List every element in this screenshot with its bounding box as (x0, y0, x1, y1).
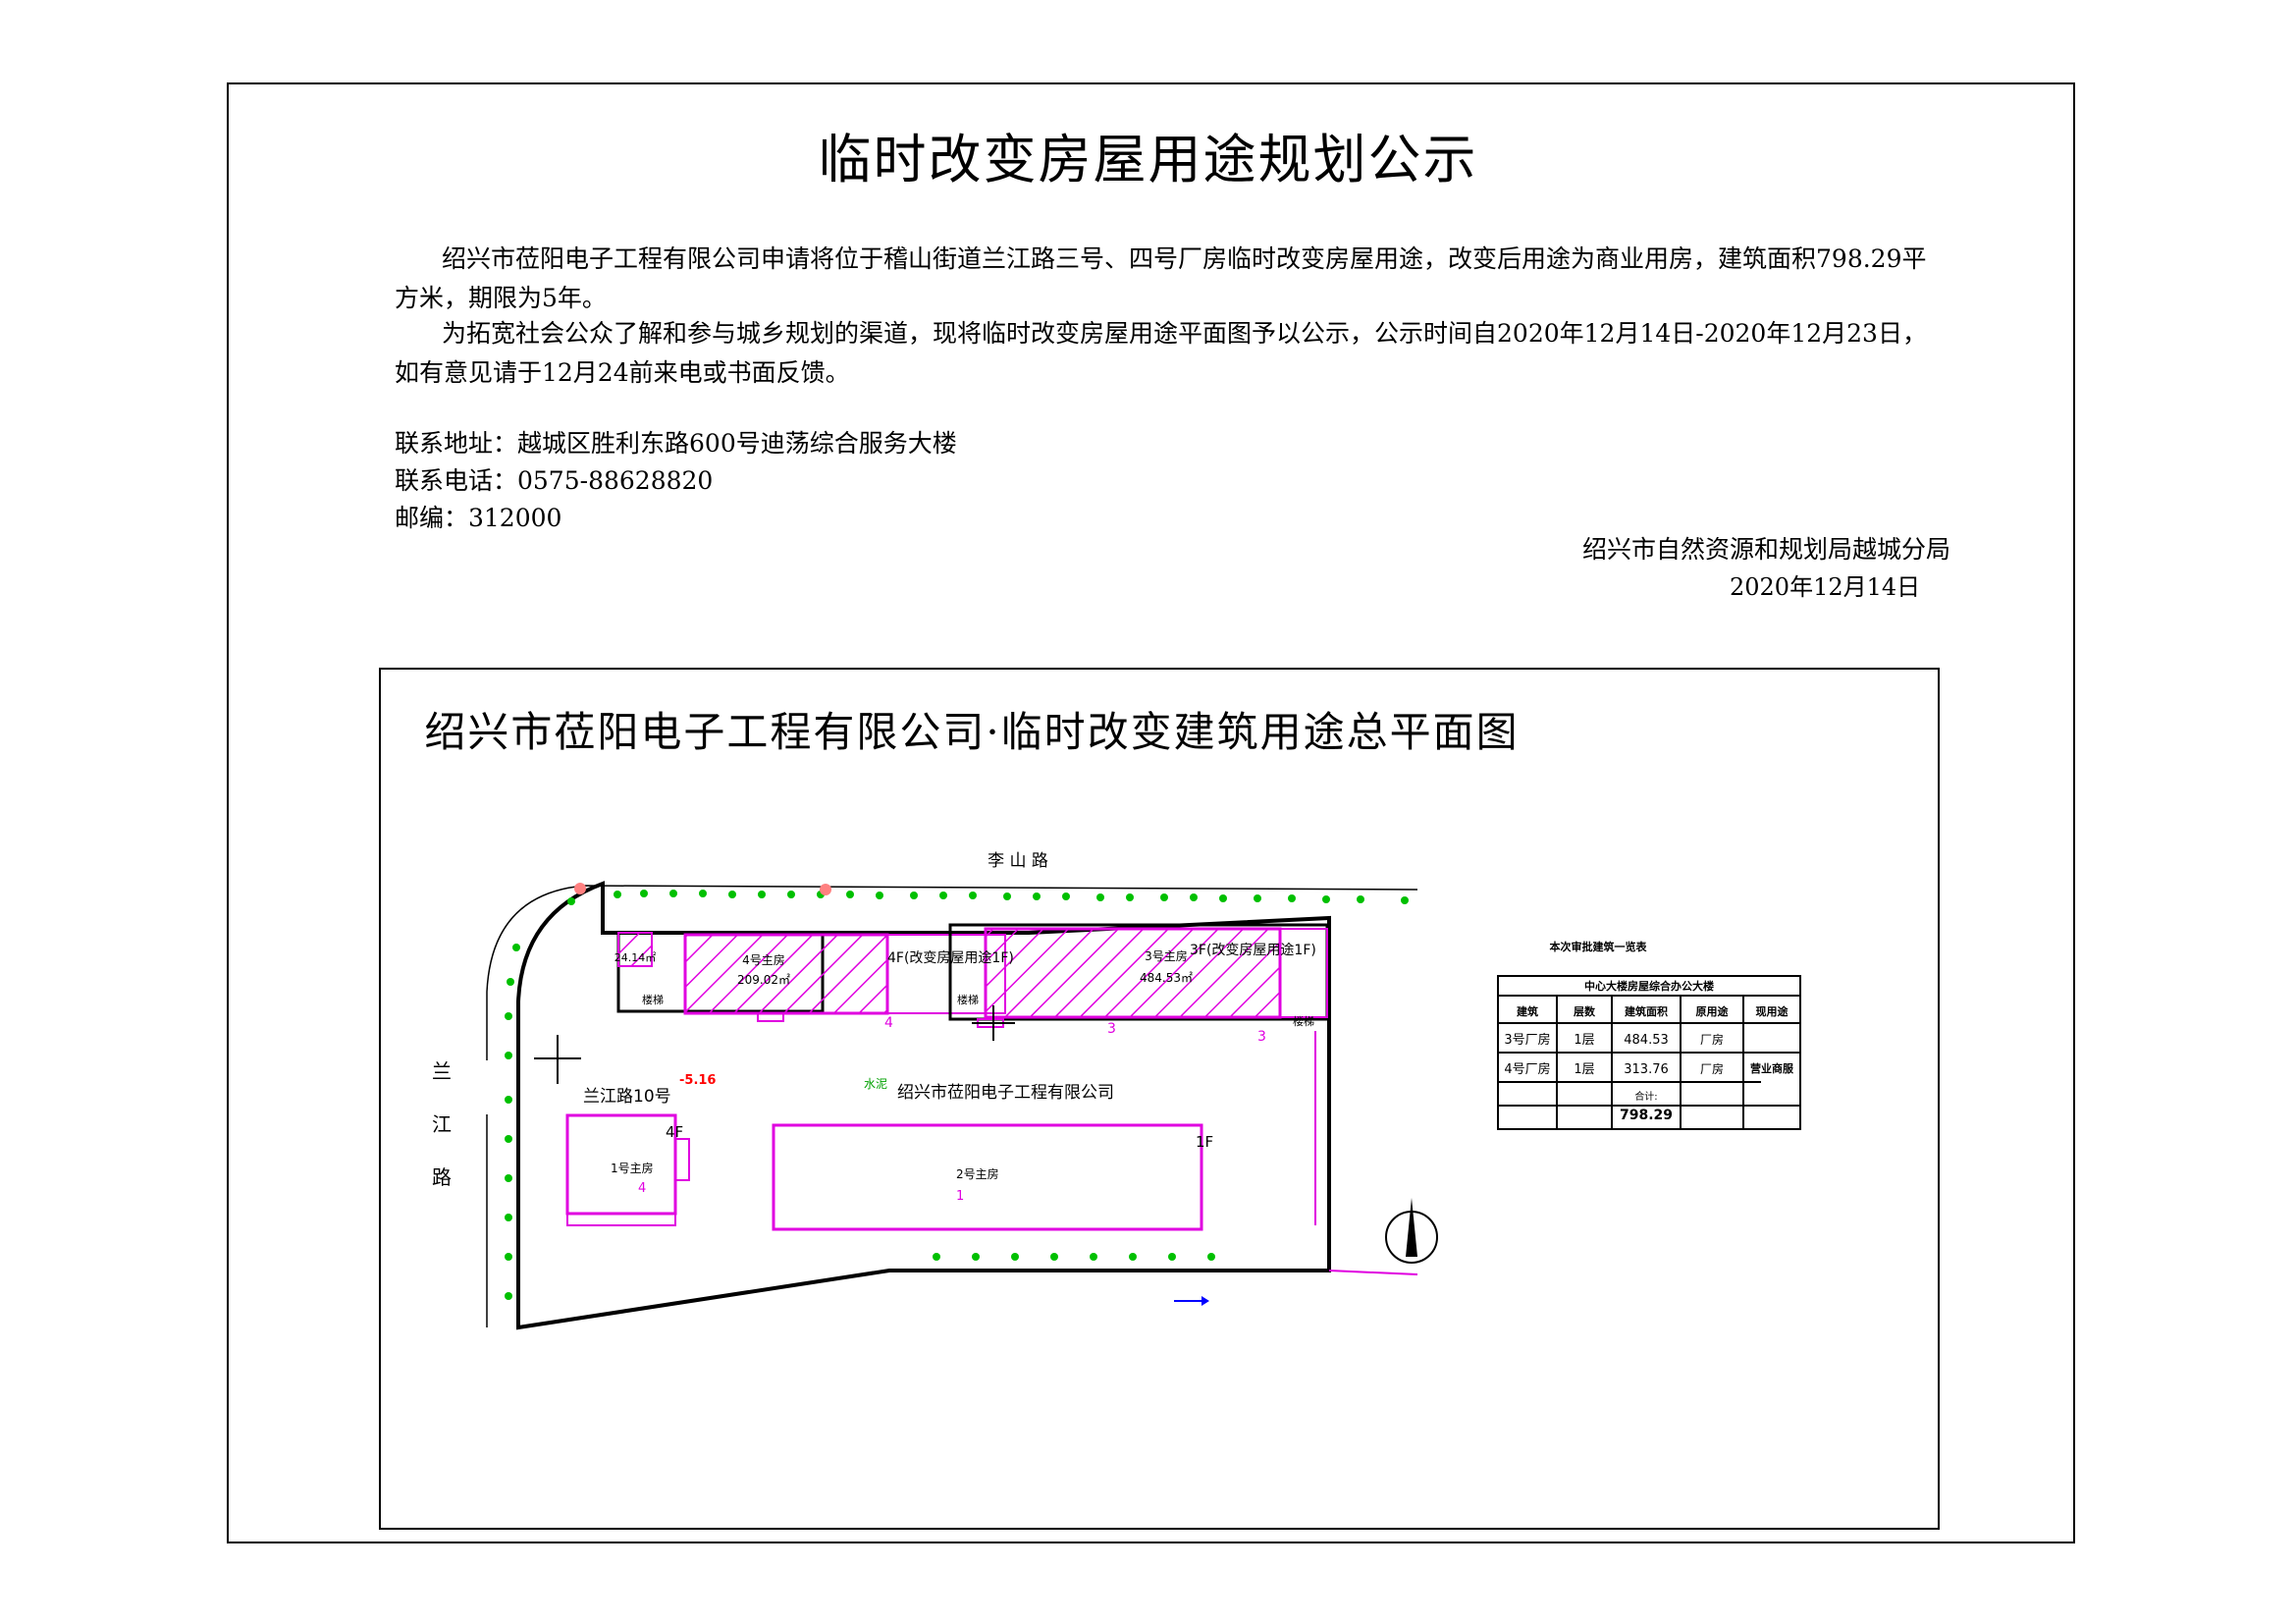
crosshair-marker (534, 1005, 1015, 1084)
site-plan: 李 山 路 24. (432, 851, 1801, 1330)
road-north-label: 李 山 路 (988, 851, 1048, 871)
bldg1-base (566, 1213, 676, 1226)
bldg1-tag: 4 (638, 1181, 646, 1196)
bldg3-hatched (984, 927, 1282, 1019)
bldg4-area: 209.02㎡ (737, 973, 790, 987)
stair-label: 楼梯 (1293, 1014, 1314, 1028)
table-cell-floors: 1层 (1574, 1033, 1594, 1048)
table-cell-floors: 1层 (1574, 1062, 1594, 1077)
table-caption: 本次审批建筑一览表 (1550, 940, 1648, 953)
building-table-grid (1497, 975, 1801, 1130)
plan-frame (379, 668, 1940, 1530)
table-cell-building: 3号厂房 (1504, 1032, 1550, 1048)
bldg4-tag: 4 (884, 1015, 893, 1031)
small-hatched-area (617, 932, 653, 967)
table-cell-new-use: 营业商服 (1750, 1061, 1794, 1075)
tree-marker (820, 884, 831, 895)
notice-paragraph-1: 绍兴市莅阳电子工程有限公司申请将位于稽山街道兰江路三号、四号厂房临时改变房屋用途… (395, 244, 1927, 312)
bldg1-floors: 4F (666, 1123, 683, 1141)
stair-label: 楼梯 (642, 993, 664, 1006)
road-edge-north (486, 885, 1418, 1060)
plan-title: 绍兴市莅阳电子工程有限公司·临时改变建筑用途总平面图 (424, 708, 1520, 756)
east-access (1328, 1270, 1418, 1275)
bldg3-name: 3号主房 (1145, 948, 1188, 963)
bldg2-floors: 1F (1196, 1133, 1213, 1151)
notice-paragraph-2: 为拓宽社会公众了解和参与城乡规划的渠道，现将临时改变房屋用途平面图予以公示，公示… (395, 319, 1927, 387)
bldg4-floors: 4F(改变房屋用途1F) (887, 949, 1014, 966)
stair-label: 楼梯 (957, 993, 979, 1006)
bldg4-name: 4号主房 (742, 952, 785, 967)
postcode: 邮编：312000 (395, 504, 562, 532)
elevation-label: -5.16 (679, 1073, 716, 1088)
bldg3-area: 484.53㎡ (1140, 971, 1193, 985)
table-cell-building: 4号厂房 (1504, 1061, 1550, 1077)
bldg3-tag: 3 (1257, 1029, 1266, 1045)
table-heading: 中心大楼房屋综合办公大楼 (1584, 979, 1714, 993)
notice-title: 临时改变房屋用途规划公示 (818, 129, 1478, 190)
table-total-label: 合计: (1634, 1090, 1657, 1103)
bldg2 (772, 1123, 1203, 1231)
table-header-cell: 现用途 (1756, 1004, 1789, 1018)
table-header-cell: 层数 (1573, 1004, 1596, 1018)
table-cell-area: 313.76 (1624, 1062, 1669, 1077)
table-total-value: 798.29 (1620, 1108, 1673, 1123)
contact-phone: 联系电话：0575-88628820 (395, 466, 714, 495)
contact-address: 联系地址：越城区胜利东路600号迪荡综合服务大楼 (395, 429, 957, 458)
company-label: 绍兴市莅阳电子工程有限公司 (897, 1083, 1114, 1103)
bldg3-stair (1279, 928, 1328, 1018)
road-west-char: 路 (432, 1165, 452, 1189)
issuer-name: 绍兴市自然资源和规划局越城分局 (1582, 535, 1951, 564)
road-west-char: 江 (432, 1112, 452, 1136)
bldg2-name: 2号主房 (956, 1166, 999, 1181)
tree-marker (574, 883, 586, 894)
bldg3-floors: 3F(改变房屋用途1F) (1190, 942, 1316, 958)
address-label: 兰江路10号 (583, 1087, 671, 1107)
bldg3-tag: 3 (1107, 1021, 1116, 1037)
table-cell-orig-use: 厂房 (1700, 1032, 1724, 1047)
table-header-cell: 原用途 (1696, 1004, 1730, 1018)
bldg4-hatched (683, 933, 889, 1015)
table-cell-area: 484.53 (1624, 1033, 1669, 1048)
road-west-char: 兰 (432, 1059, 452, 1083)
bldg1-stair (674, 1138, 690, 1181)
notice-frame (227, 82, 2075, 1543)
bldg1-name: 1号主房 (611, 1161, 654, 1175)
paving-label: 水泥 (864, 1077, 887, 1091)
bldg2-tag: 1 (956, 1189, 964, 1204)
table-cell-orig-use: 厂房 (1700, 1061, 1724, 1076)
table-header-cell: 建筑 (1517, 1004, 1538, 1018)
arrow-right-icon (1174, 1296, 1209, 1306)
entry-step (757, 1012, 784, 1022)
issue-date: 2020年12月14日 (1730, 573, 1921, 601)
table-header-cell: 建筑面积 (1625, 1004, 1668, 1018)
small-area-label: 24.14㎡ (614, 951, 657, 964)
north-arrow-icon (1385, 1198, 1438, 1264)
